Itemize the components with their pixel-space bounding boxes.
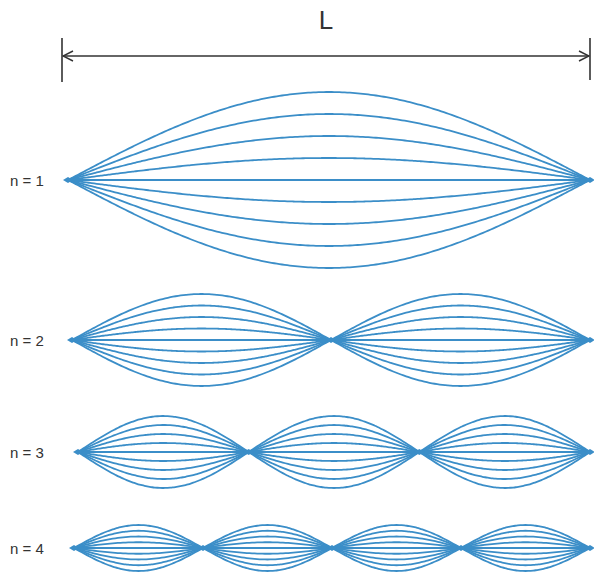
wave-curve [68,180,590,246]
wave-curve [74,537,590,560]
wave-curve [78,425,590,479]
wave-curve [78,425,590,479]
wave-curve [74,542,590,553]
mode-label: n = 4 [10,541,44,556]
wave-curve [74,531,590,565]
wave-curve [74,525,590,571]
wave-curve [78,443,590,461]
wave-curve [68,158,590,180]
wave-curve [72,317,590,363]
wave-curve [74,531,590,565]
wave-curve [78,434,590,470]
wave-curve [72,294,590,386]
wave-group [63,92,594,571]
wave-curve [68,180,590,224]
wave-curve [74,537,590,560]
wave-node [585,545,594,551]
wave-node [67,337,77,343]
wave-curve [72,306,590,375]
wave-curve [72,294,590,386]
dimension-tick [61,38,63,82]
wave-node [327,545,337,551]
wave-curve [78,434,590,470]
wave-node [73,449,83,455]
wave-node [585,449,594,455]
wave-curve [72,306,590,375]
wave-node [585,337,594,343]
mode-label: n = 1 [10,173,44,188]
wave-curve [72,329,590,352]
harmonic-mode [63,92,594,268]
harmonic-mode [67,294,594,386]
wave-curve [78,451,590,453]
wave-curve [68,136,590,180]
wave-curve [78,416,590,488]
wave-curve [68,179,590,181]
wave-node [244,449,254,455]
wave-node [456,545,466,551]
wave-curve [72,329,590,352]
wave-curve [68,114,590,180]
dimension-tick [589,38,591,80]
wave-curve [74,525,590,571]
harmonic-mode [69,525,594,571]
wave-node [198,545,208,551]
wave-curve [68,180,590,268]
wave-curve [78,416,590,488]
mode-label: n = 2 [10,333,44,348]
wave-node [414,449,424,455]
harmonic-mode [73,416,594,488]
wave-curve [68,92,590,180]
wave-node [69,545,79,551]
dimension-label: L [319,7,333,33]
wave-curve [72,317,590,363]
wave-curve [68,180,590,202]
wave-curve [74,542,590,553]
dimension-line [63,55,589,56]
wave-curve [78,443,590,461]
mode-label: n = 3 [10,445,44,460]
wave-node [326,337,336,343]
wave-node [585,177,594,183]
wave-node [63,177,73,183]
